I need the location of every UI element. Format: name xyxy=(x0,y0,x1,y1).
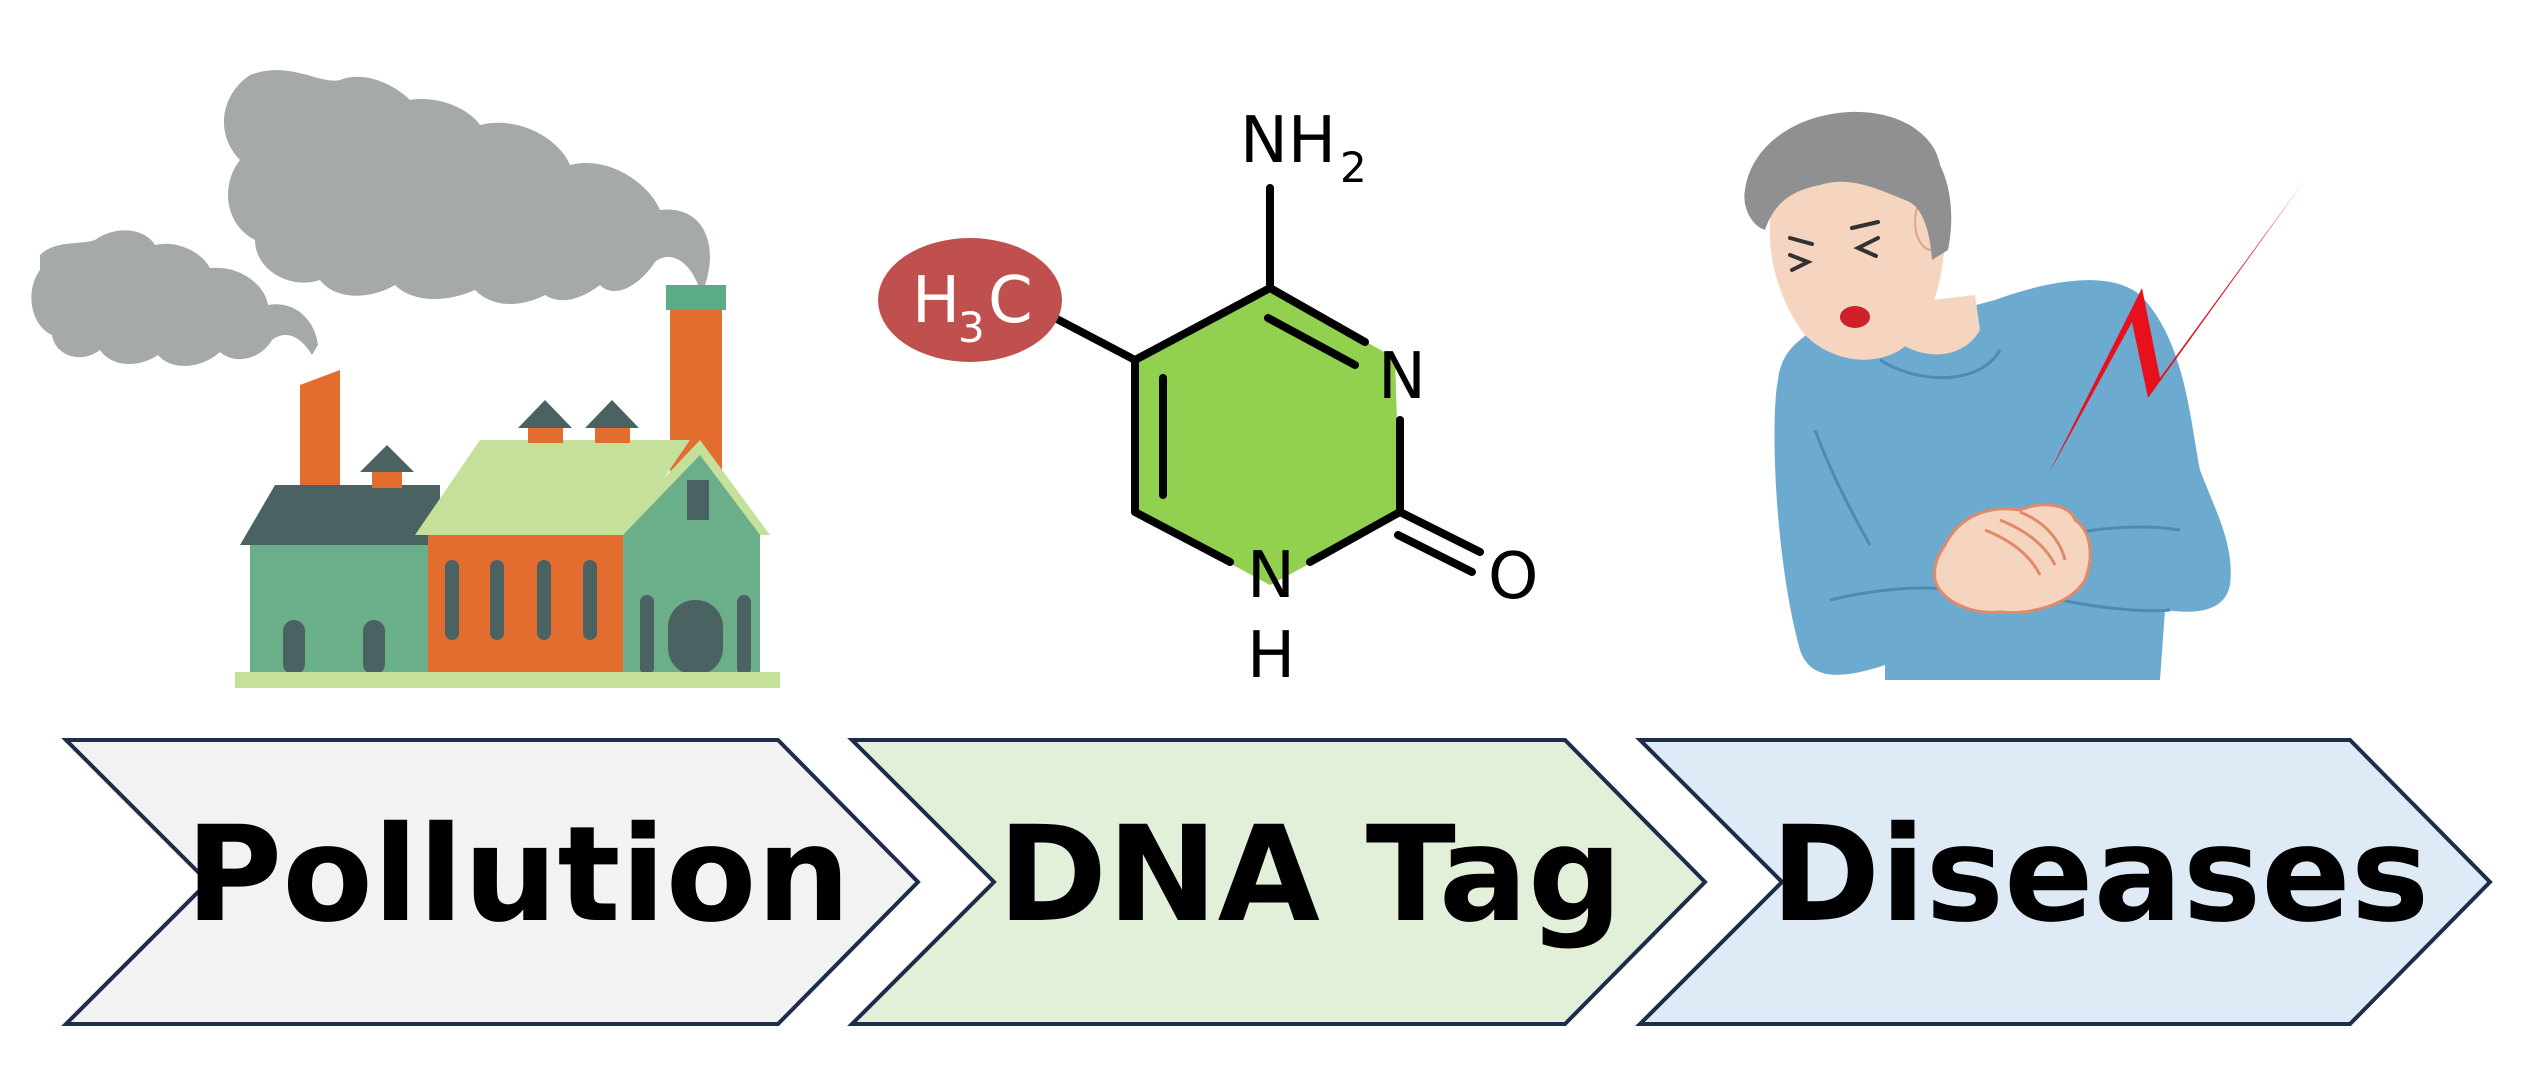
middle-window-3 xyxy=(537,560,551,640)
middle-window-1 xyxy=(445,560,459,640)
oxygen-label: O xyxy=(1488,540,1538,614)
ring-bonds xyxy=(1051,184,1484,576)
chevron-pollution: Pollution xyxy=(61,738,921,1026)
middle-window-4 xyxy=(583,560,597,640)
chimney-small xyxy=(300,370,340,490)
middle-window-2 xyxy=(490,560,504,640)
amine-sub: 2 xyxy=(1340,143,1367,192)
left-window-1 xyxy=(283,620,305,675)
middle-vent-2 xyxy=(595,425,630,443)
methyl-h: H xyxy=(912,264,960,338)
chevron-dna-tag-shape xyxy=(847,738,1708,1026)
ring-n-bottom: N xyxy=(1247,539,1295,613)
factory-icon xyxy=(31,70,780,688)
left-window-2 xyxy=(363,620,385,675)
chevron-diseases-shape xyxy=(1635,738,2493,1026)
shirt-folds xyxy=(1813,349,2181,613)
left-vent xyxy=(372,470,402,488)
left-roof xyxy=(240,485,440,545)
right-building xyxy=(623,455,760,675)
finger-lines xyxy=(1984,510,2067,576)
middle-roof xyxy=(415,440,690,535)
hair xyxy=(1744,111,1952,260)
chevron-dna-tag: DNA Tag xyxy=(847,738,1708,1026)
right-window-1 xyxy=(640,595,654,675)
methyl-group-blob xyxy=(878,238,1062,362)
chevron-pollution-label: Pollution xyxy=(186,798,851,952)
smoke-cloud-small xyxy=(31,230,319,366)
factory-ground xyxy=(235,672,780,688)
head xyxy=(1770,149,1945,360)
ring-fill xyxy=(1135,288,1400,585)
chevron-pollution-shape xyxy=(61,738,921,1026)
chevron-dna-tag-label: DNA Tag xyxy=(998,798,1623,952)
sick-person-icon xyxy=(1744,111,2231,680)
methylcytosine-icon: H 3 C NH 2 N N H O xyxy=(878,104,1538,693)
methyl-sub: 3 xyxy=(958,303,985,352)
chimney-tall-cap xyxy=(666,285,726,310)
middle-vent-2-cap xyxy=(585,400,639,428)
shirt xyxy=(1774,280,2231,680)
process-chevrons: Pollution DNA Tag Diseases xyxy=(61,738,2493,1026)
right-window-2 xyxy=(737,595,751,675)
squinting-eyes xyxy=(1788,220,1880,272)
chevron-diseases: Diseases xyxy=(1635,738,2493,1026)
methyl-c: C xyxy=(988,264,1033,338)
ring-h-bottom: H xyxy=(1247,619,1295,693)
middle-vent-1 xyxy=(528,425,563,443)
chevron-diseases-label: Diseases xyxy=(1771,798,2430,952)
amine-label: NH xyxy=(1240,104,1336,178)
smoke-cloud-large xyxy=(223,70,710,305)
right-window-top xyxy=(687,480,709,520)
open-mouth xyxy=(1840,306,1870,328)
left-building xyxy=(250,545,440,675)
left-vent-cap xyxy=(360,445,414,472)
ring-n-right: N xyxy=(1378,340,1426,414)
middle-vent-1-cap xyxy=(518,400,572,428)
right-door xyxy=(668,600,723,675)
